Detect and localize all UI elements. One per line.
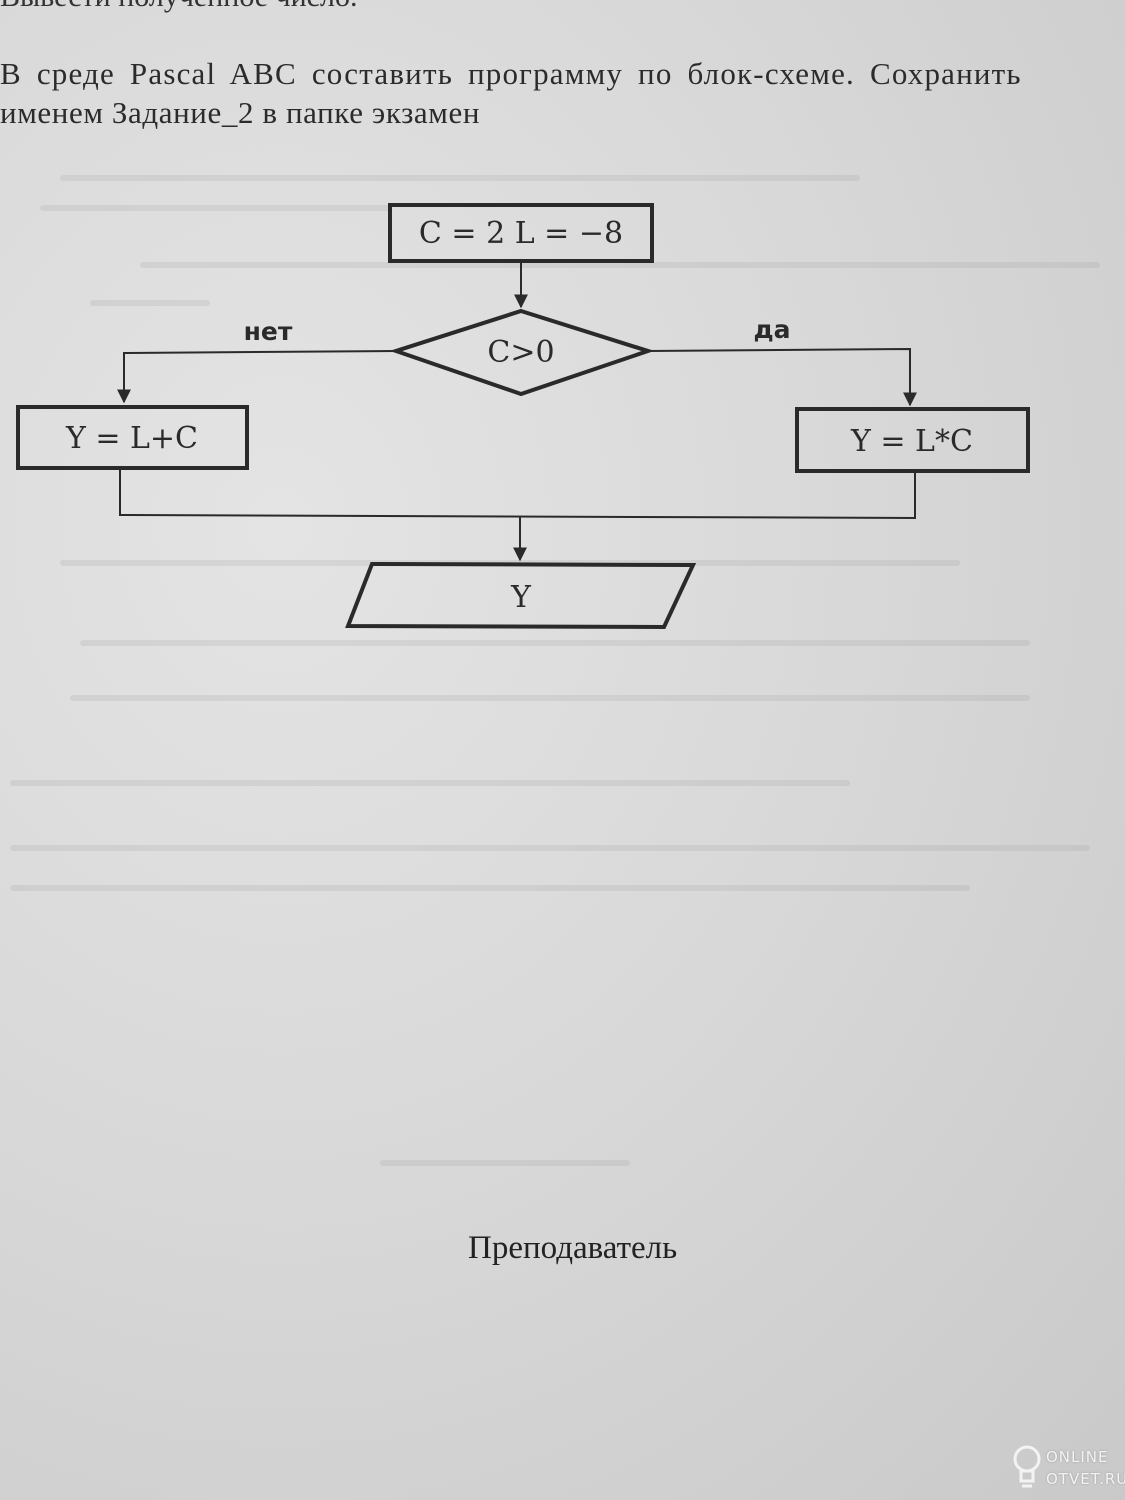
branch-yes-label: да [753, 315, 790, 344]
watermark-line-1: ONLINE [1046, 1448, 1109, 1466]
connector-no-branch [117, 350, 397, 404]
process-block-no [16, 405, 249, 470]
lightbulb-icon [1013, 1445, 1041, 1488]
task-text-line-1: В среде Pascal ABC составить программу п… [0, 56, 1022, 91]
bleed-through-line [90, 300, 210, 306]
output-parallelogram [345, 561, 697, 630]
decision-diamond [389, 308, 655, 397]
bleed-through-line [140, 262, 1100, 268]
bleed-through-line [70, 695, 1030, 701]
connector-yes-branch [647, 347, 917, 407]
decision-label: C>0 [487, 335, 554, 370]
process-block-yes [795, 407, 1030, 473]
bleed-through-line [10, 885, 970, 891]
start-block-label: C = 2 L = −8 [419, 216, 623, 251]
process-block-yes-label: Y = L*C [850, 424, 973, 459]
bleed-through-line [10, 780, 850, 786]
previous-task-cut-line: Вывести полученное число. [0, 0, 357, 14]
task-text-line-2: именем Задание_2 в папке экзамен [0, 95, 481, 130]
site-watermark: ONLINE OTVET.RU [1012, 1440, 1125, 1496]
flowchart: C = 2 L = −8 C>0 нет да Y = L+C Y = L*C … [16, 203, 1030, 630]
bleed-through-line [60, 175, 860, 181]
connector-merge [119, 468, 916, 520]
bleed-through-line [80, 640, 1030, 646]
bleed-through-line [10, 845, 1090, 851]
process-block-no-label: Y = L+C [65, 421, 198, 456]
watermark-line-2: OTVET.RU [1046, 1470, 1125, 1488]
teacher-signature-label: Преподаватель [468, 1230, 678, 1266]
output-label: Y [510, 580, 532, 615]
bleed-through-line [380, 1160, 630, 1166]
branch-no-label: нет [244, 317, 293, 346]
bleed-through-line [40, 205, 390, 211]
